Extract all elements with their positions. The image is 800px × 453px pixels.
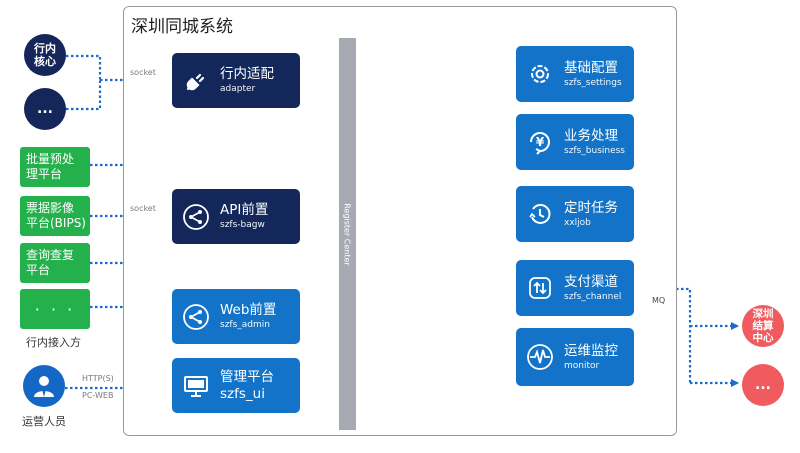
access-query-line1: 查询查复 [26,248,75,262]
service-channel-title: 支付渠道 [564,273,618,290]
clearing-center-node[interactable]: 深圳结算中心 [742,305,784,347]
service-monitor-title: 运维监控 [564,342,618,359]
svg-text:¥: ¥ [536,135,545,149]
clock-icon [522,196,558,232]
socket-label-top: socket [130,68,156,77]
bank-core-line1: 行内 [34,42,56,55]
service-channel-sub: szfs_channel [564,291,622,302]
dotted-link-mq [636,287,739,387]
bank-core-node[interactable]: 行内核心 [24,34,66,76]
service-settings-sub: szfs_settings [564,77,622,88]
service-settings-title: 基础配置 [564,59,618,76]
web-box[interactable]: Web前置 szfs_admin [172,289,300,344]
share-icon [178,199,214,235]
api-sub: szfs-bagw [220,220,265,230]
access-query-box[interactable]: 查询查复平台 [20,243,90,283]
socket-label-mid: socket [130,204,156,213]
register-center-label: Register Center [343,202,352,266]
bank-core-line2: 核心 [34,55,56,68]
clearing-line1: 深圳 [752,308,774,320]
adapter-box[interactable]: 行内适配 adapter [172,53,300,108]
right-more-label: ... [755,376,771,393]
http-label: HTTP(S) [82,374,114,383]
access-more-label: · · · [34,299,76,319]
adapter-sub: adapter [220,84,256,94]
bank-more-label: ... [37,100,53,117]
yen-icon: ¥ [522,124,558,160]
service-business-sub: szfs_business [564,145,625,156]
operator-node[interactable] [23,365,65,407]
web-sub: szfs_admin [220,320,270,330]
arrows-icon [522,270,558,306]
access-bips-line2: 平台(BIPS) [26,216,86,230]
mq-label: MQ [652,296,666,305]
access-bips-box[interactable]: 票据影像平台(BIPS) [20,196,90,236]
bank-more-node[interactable]: ... [24,88,66,130]
operator-caption: 运营人员 [22,415,66,428]
adapter-title: 行内适配 [220,66,274,82]
service-business-title: 业务处理 [564,127,618,144]
mgmt-title: 管理平台 [220,368,274,385]
clearing-line2: 结算 [752,320,774,332]
access-batch-line1: 批量预处 [26,152,75,166]
plug-icon [178,63,214,99]
access-more-box[interactable]: · · · [20,289,90,329]
access-query-line2: 平台 [26,263,51,277]
access-batch-box[interactable]: 批量预处理平台 [20,147,90,187]
pcweb-label: PC-WEB [82,391,114,400]
register-center-label-wrap: Register Center [339,38,356,430]
service-job-title: 定时任务 [564,199,618,216]
monitor-icon [178,368,214,404]
gear-icon [522,56,558,92]
pulse-icon [522,339,558,375]
web-title: Web前置 [220,302,277,318]
service-job-sub: xxljob [564,217,591,228]
right-more-node[interactable]: ... [742,364,784,406]
register-center-bar [339,38,356,430]
system-title: 深圳同城系统 [131,17,233,37]
service-monitor-sub: monitor [564,360,600,371]
access-caption: 行内接入方 [26,336,81,349]
access-bips-line1: 票据影像 [26,201,75,215]
api-title: API前置 [220,202,269,218]
mgmt-sub: szfs_ui [220,385,265,402]
clearing-line3: 中心 [752,332,774,344]
person-icon [34,376,54,397]
api-box[interactable]: API前置 szfs-bagw [172,189,300,244]
access-batch-line2: 理平台 [26,167,63,181]
share-icon [178,299,214,335]
